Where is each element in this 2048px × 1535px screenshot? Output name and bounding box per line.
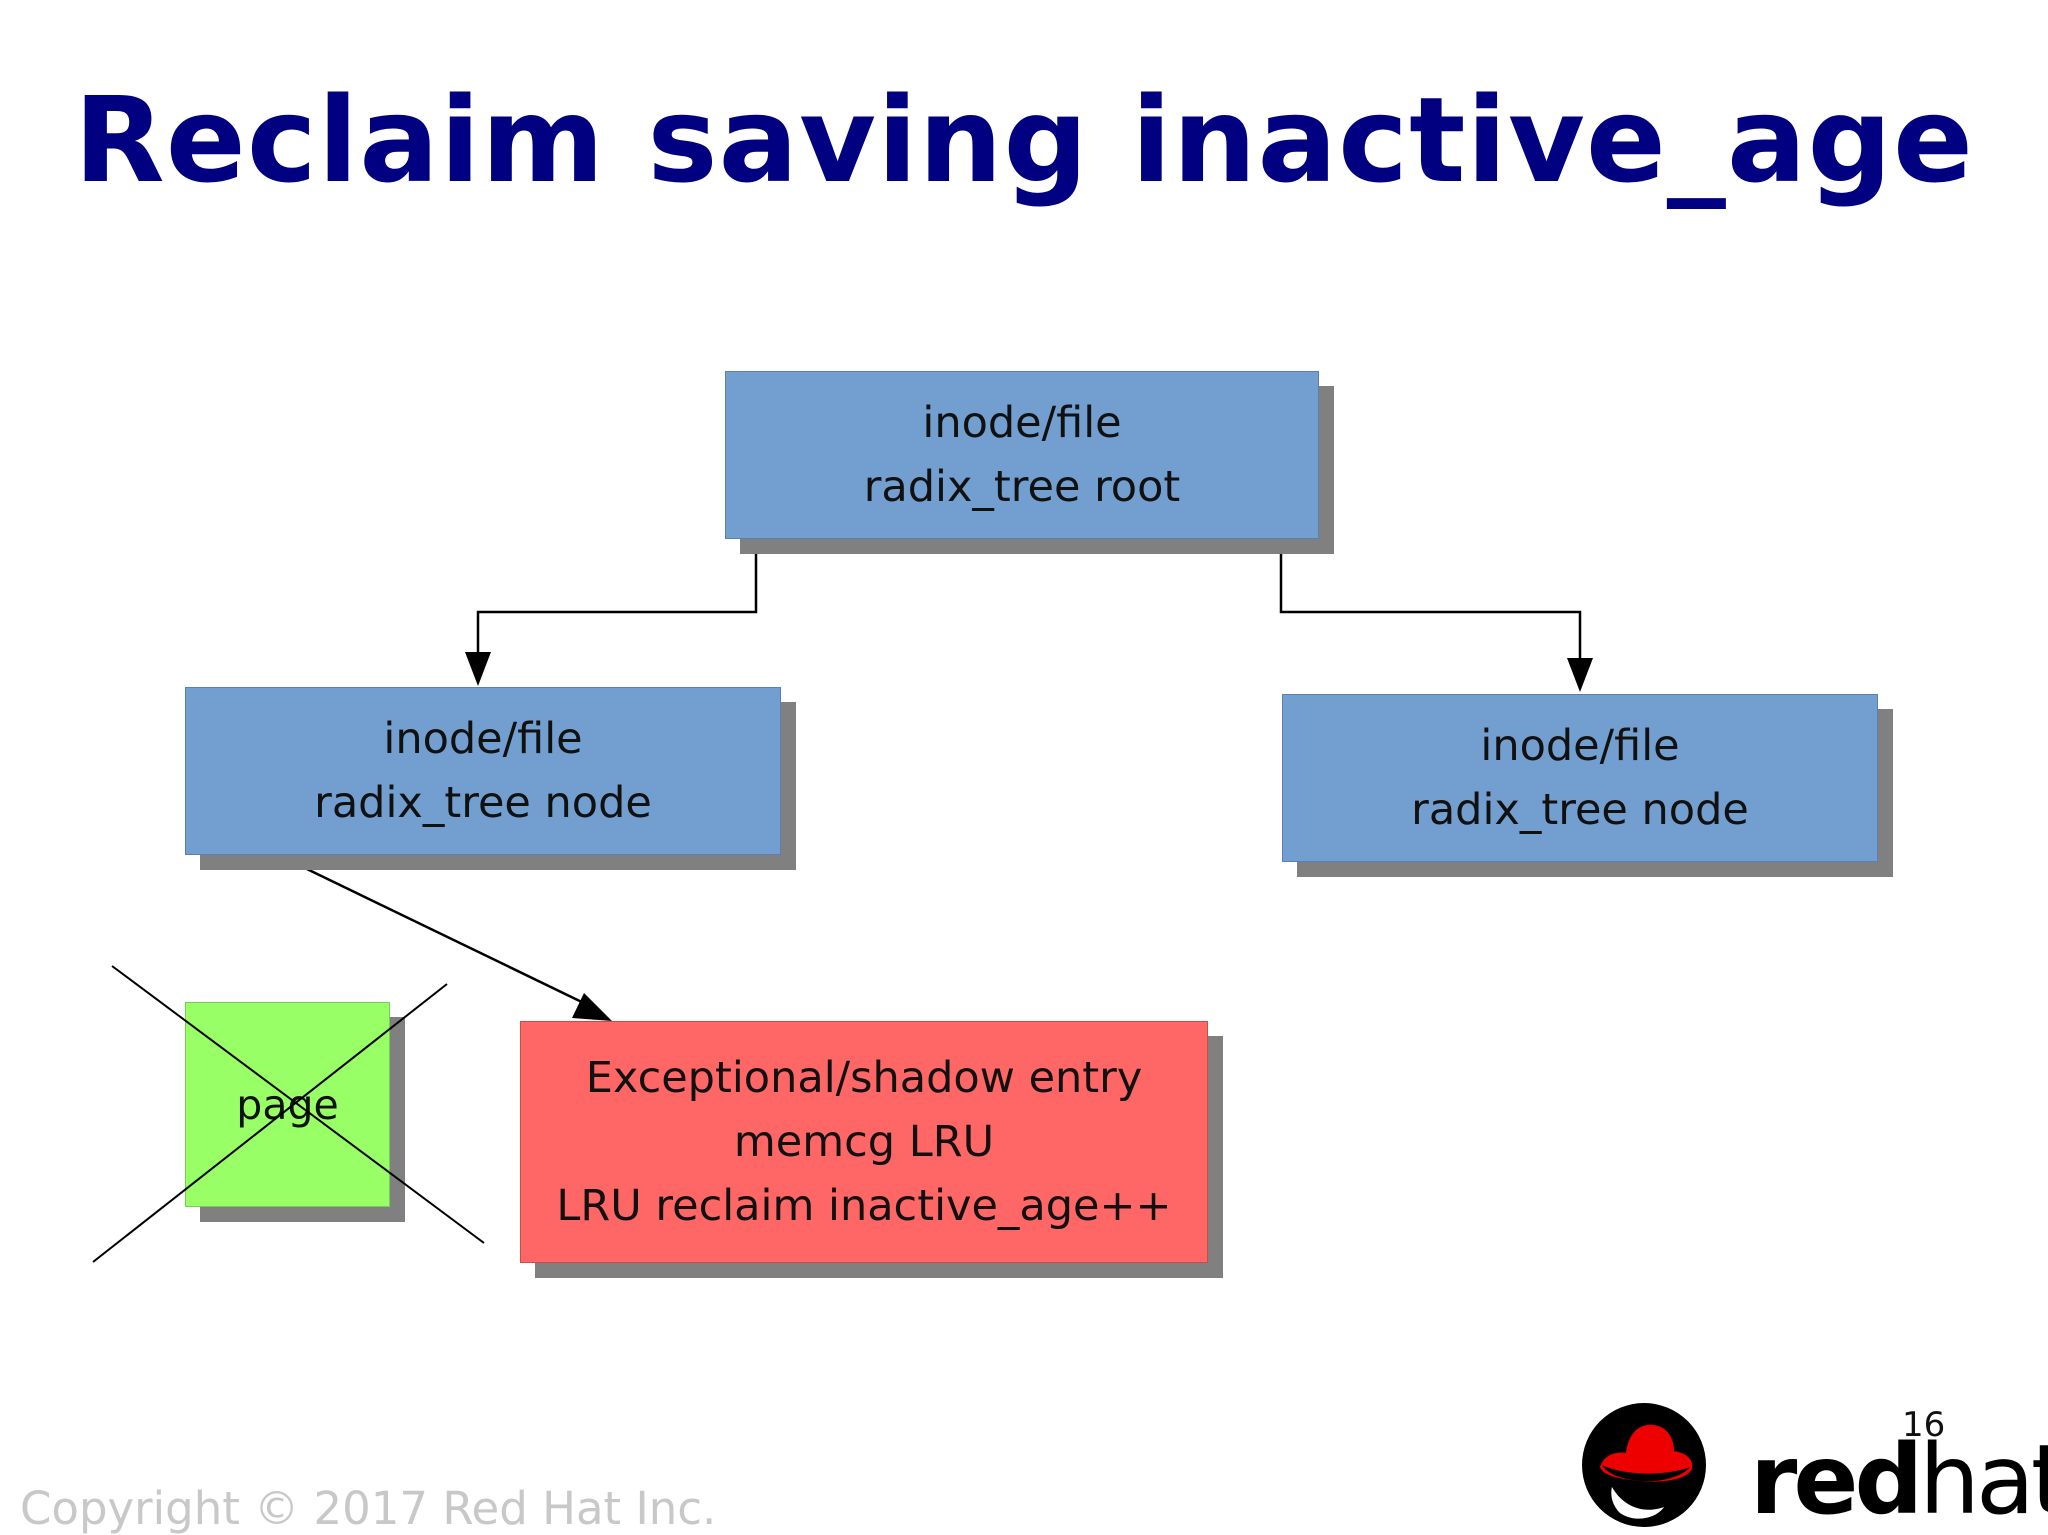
- radix-tree-node-right-box: inode/file radix_tree node: [1282, 694, 1878, 862]
- shadow-entry-line2: memcg LRU: [733, 1117, 995, 1167]
- wordmark-hat: hat: [1919, 1424, 2048, 1535]
- right-node-line2: radix_tree node: [1411, 785, 1749, 835]
- arrowhead-shadow-entry: [572, 993, 612, 1021]
- page-label: page: [236, 1080, 339, 1129]
- slide-number: 16: [1902, 1405, 1946, 1445]
- right-node-line1: inode/file: [1480, 721, 1680, 771]
- arrowhead-left-node: [465, 652, 491, 686]
- shadow-entry-line3: LRU reclaim inactive_age++: [556, 1181, 1172, 1231]
- radix-tree-root-box: inode/file radix_tree root: [725, 371, 1319, 539]
- left-node-line1: inode/file: [383, 714, 583, 764]
- arrowhead-right-node: [1567, 658, 1593, 692]
- edge-root-to-right-node: [1279, 539, 1582, 676]
- edge-left-node-to-shadow-entry: [277, 853, 591, 1008]
- shadow-entry-box: Exceptional/shadow entry memcg LRU LRU r…: [520, 1021, 1208, 1263]
- wordmark-red: red: [1750, 1424, 1923, 1535]
- shadowman-logo-icon: [1582, 1403, 1706, 1527]
- edge-root-to-left-node: [476, 549, 758, 670]
- redhat-wordmark: redhat.: [1750, 1430, 2048, 1535]
- root-line1: inode/file: [922, 398, 1122, 448]
- copyright-text: Copyright © 2017 Red Hat Inc.: [20, 1482, 717, 1535]
- shadow-entry-line1: Exceptional/shadow entry: [585, 1053, 1143, 1103]
- slide-title: Reclaim saving inactive_age: [73, 71, 1975, 209]
- root-line2: radix_tree root: [863, 462, 1181, 512]
- left-node-line2: radix_tree node: [314, 778, 652, 828]
- page-box: page: [185, 1002, 390, 1207]
- radix-tree-node-left-box: inode/file radix_tree node: [185, 687, 781, 855]
